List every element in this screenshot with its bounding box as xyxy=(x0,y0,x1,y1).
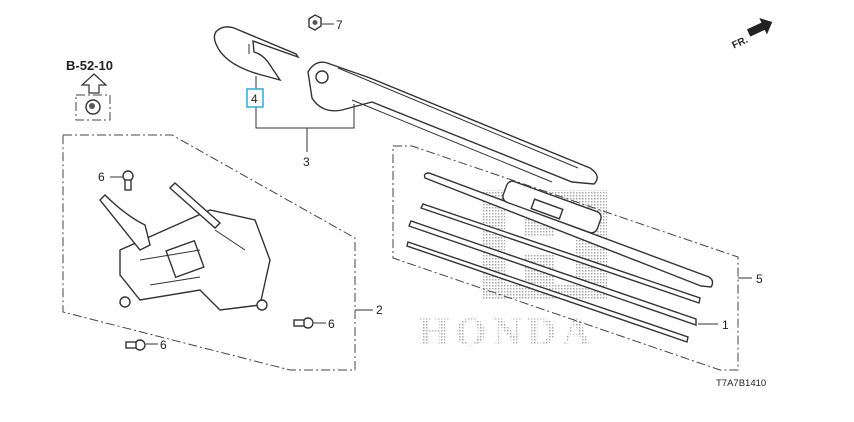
arrow-icon xyxy=(746,18,773,37)
callout-3[interactable]: 3 xyxy=(303,155,310,169)
front-label: FR. xyxy=(731,35,750,52)
wiper-arm-part xyxy=(307,61,598,185)
reference-label[interactable]: B-52-10 xyxy=(66,58,113,73)
callout-5[interactable]: 5 xyxy=(756,272,763,286)
callout-7[interactable]: 7 xyxy=(336,18,343,32)
arm-cap-part xyxy=(213,26,300,82)
up-arrow-icon xyxy=(80,73,108,94)
wiper-motor-part xyxy=(99,182,271,311)
callout-2[interactable]: 2 xyxy=(376,303,383,317)
blade-group-box xyxy=(392,145,739,371)
reference-clip-box xyxy=(75,94,111,121)
bolt-part xyxy=(122,170,134,191)
front-direction-indicator: FR. xyxy=(731,18,773,52)
callout-6-bottom[interactable]: 6 xyxy=(160,338,167,352)
rubber-blade-part xyxy=(408,220,697,326)
motor-group-box xyxy=(62,134,356,371)
watermark-text: HONDA xyxy=(418,309,597,354)
diagram-code: T7A7B1410 xyxy=(716,378,766,389)
wiper-blade-part xyxy=(423,172,714,288)
callout-6-top[interactable]: 6 xyxy=(98,170,105,184)
bolt-part xyxy=(125,339,146,351)
callout-4-highlight[interactable] xyxy=(246,88,264,108)
callout-6-right[interactable]: 6 xyxy=(328,317,335,331)
bolt-part xyxy=(293,317,314,329)
callout-4[interactable]: 4 xyxy=(251,92,258,106)
callout-1[interactable]: 1 xyxy=(722,318,729,332)
blade-strip xyxy=(406,241,689,343)
blade-strip xyxy=(420,203,701,304)
